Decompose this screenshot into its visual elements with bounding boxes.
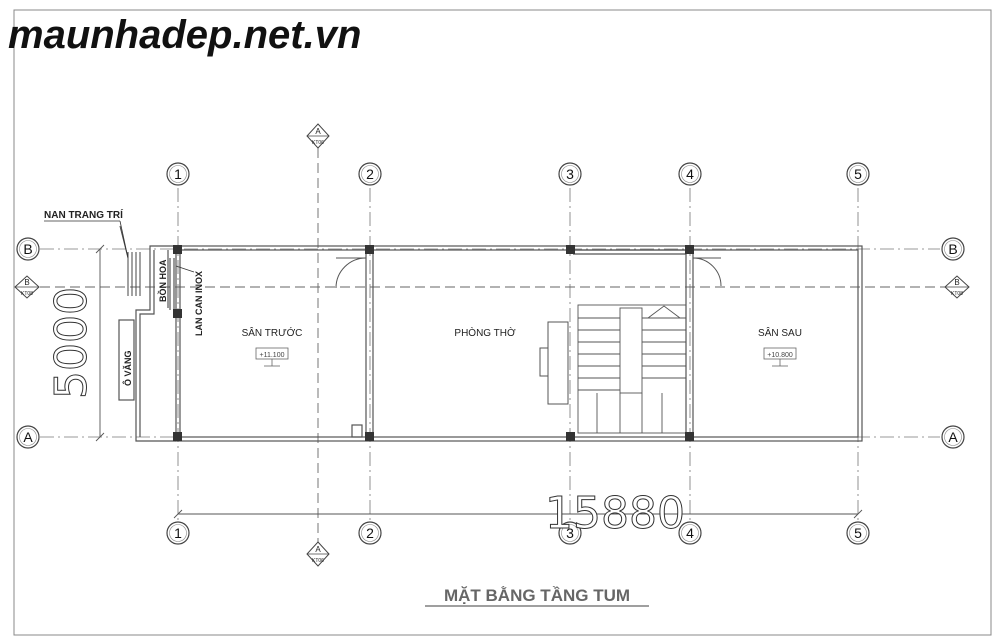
column-1-b xyxy=(173,245,182,254)
label-flower-box: BỒN HOA xyxy=(157,259,168,302)
section-letter-a-top: A xyxy=(315,127,321,136)
column-2-b xyxy=(365,245,374,254)
grid-bubble-row-b-right: B xyxy=(941,237,965,261)
staircase xyxy=(577,304,687,434)
grid-bubble-col-3-top: 3 xyxy=(558,162,582,186)
section-letter-b-left: B xyxy=(24,278,29,287)
grid-bubble-col-4-top-label: 4 xyxy=(686,166,694,182)
grid-bubble-col-5-top-label: 5 xyxy=(854,166,862,182)
column-1-a xyxy=(173,432,182,441)
doors xyxy=(335,257,722,289)
grid-bubble-col-1-bottom-label: 1 xyxy=(174,525,182,541)
section-marker-b-right: B KT08 xyxy=(944,275,970,299)
stainless-railing xyxy=(169,258,175,310)
watermark-text: maunhadep.net.vn xyxy=(8,13,361,57)
grid-bubble-col-5-top: 5 xyxy=(846,162,870,186)
row-bubbles: B B A A xyxy=(16,237,965,449)
column-3-b xyxy=(566,245,575,254)
columns xyxy=(173,245,694,441)
section-letter-b-right: B xyxy=(954,278,959,287)
canopy-inner xyxy=(139,250,155,437)
walls xyxy=(118,245,863,442)
canopy-outline xyxy=(135,245,176,442)
door-arc-2 xyxy=(335,257,367,289)
grid-bubble-row-a-left: A xyxy=(16,425,40,449)
section-sheet-b-left: KT08 xyxy=(21,291,33,297)
dimension-width-value: 5000 xyxy=(46,287,97,399)
grid-bubble-col-5-bottom-label: 5 xyxy=(854,525,862,541)
section-marker-a-bottom: A KT06 xyxy=(306,541,330,567)
column-4-b xyxy=(685,245,694,254)
grid-bubble-col-4-bottom-label: 4 xyxy=(686,525,694,541)
dimension-length xyxy=(173,509,863,519)
level-tag-front: +11.100 xyxy=(255,347,289,367)
dimension-length-value: 15880 xyxy=(545,488,685,539)
drawing-frame xyxy=(13,9,992,636)
grid-bubble-col-4-bottom: 4 xyxy=(678,521,702,545)
door-arc-4 xyxy=(692,257,722,287)
grid-bubble-col-1-top: 1 xyxy=(166,162,190,186)
section-sheet-a-top: KT06 xyxy=(312,140,324,146)
level-tag-back: +10.800 xyxy=(763,347,797,367)
section-letter-a-bottom: A xyxy=(315,545,321,554)
grid-bubble-col-3-bottom-label: 3 xyxy=(566,525,574,541)
canopy-slab xyxy=(118,319,135,401)
section-marker-b-left: B KT08 xyxy=(14,275,40,299)
room-label-front-yard: SÂN TRƯỚC xyxy=(242,326,303,339)
section-marker-a-top: A KT06 xyxy=(306,123,330,149)
level-value-front: +11.100 xyxy=(260,352,285,359)
room-label-worship-room: PHÒNG THỜ xyxy=(454,326,516,339)
grid-bubble-row-b-right-label: B xyxy=(948,241,957,257)
column-3-a xyxy=(566,432,575,441)
grid-bubble-row-a-left-label: A xyxy=(23,429,33,445)
grid-bubble-row-a-right: A xyxy=(941,425,965,449)
label-stainless-railing: LAN CAN INOX xyxy=(194,271,204,336)
grid-bubble-col-4-top: 4 xyxy=(678,162,702,186)
column-1-mid xyxy=(173,309,182,318)
grid-bubble-col-1-top-label: 1 xyxy=(174,166,182,182)
room-label-back-yard: SÂN SAU xyxy=(758,326,802,339)
inner-wall xyxy=(179,249,859,438)
column-4-a xyxy=(685,432,694,441)
grid-bubble-col-5-bottom: 5 xyxy=(846,521,870,545)
grid-bubble-row-a-right-label: A xyxy=(948,429,958,445)
drawing-title: MẶT BẰNG TẦNG TUM xyxy=(444,586,630,605)
label-canopy: Ô VĂNG xyxy=(122,350,133,386)
grid-bubble-col-1-bottom: 1 xyxy=(166,521,190,545)
altar xyxy=(539,321,569,405)
grid-lines xyxy=(40,188,940,520)
section-lines xyxy=(40,148,945,548)
grid-bubble-col-2-top: 2 xyxy=(358,162,382,186)
drain-box xyxy=(351,424,363,438)
outer-wall xyxy=(175,245,863,442)
grid-bubble-col-2-top-label: 2 xyxy=(366,166,374,182)
level-value-back: +10.800 xyxy=(767,352,793,359)
column-bubbles: 1 1 2 2 3 3 4 4 5 5 xyxy=(166,162,870,545)
grid-bubble-row-b-left: B xyxy=(16,237,40,261)
section-sheet-b-right: KT08 xyxy=(951,291,963,297)
grid-bubble-col-3-bottom: 3 xyxy=(558,521,582,545)
leader-railing xyxy=(175,265,195,273)
grid-bubble-col-2-bottom-label: 2 xyxy=(366,525,374,541)
label-decorative-bars: NAN TRANG TRÍ xyxy=(44,208,123,221)
section-sheet-a-bottom: KT06 xyxy=(312,558,324,564)
column-2-a xyxy=(365,432,374,441)
grid-bubble-row-b-left-label: B xyxy=(23,241,32,257)
grid-bubble-col-3-top-label: 3 xyxy=(566,166,574,182)
grid-bubble-col-2-bottom: 2 xyxy=(358,521,382,545)
dimension-width xyxy=(95,244,105,442)
